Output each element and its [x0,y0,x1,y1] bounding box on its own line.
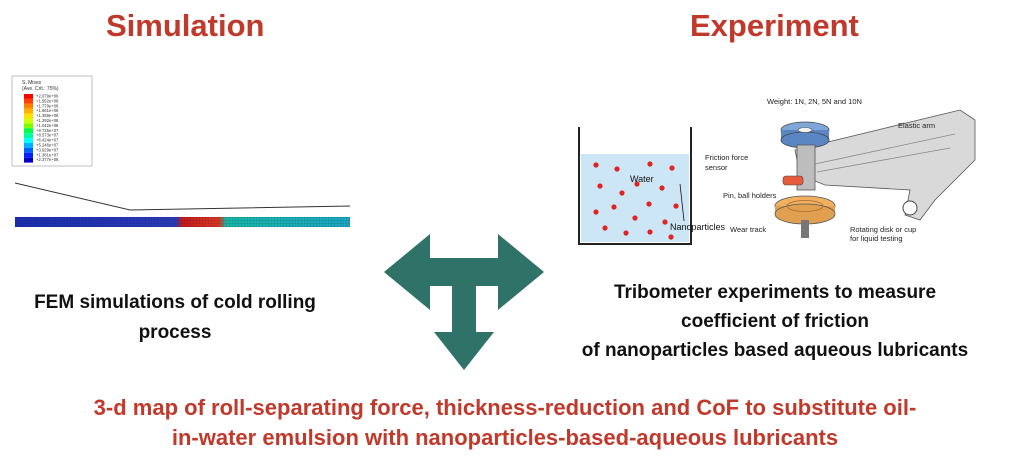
nanoparticle-dot [611,204,617,210]
legend-value-7: +9.725e+07 [36,128,59,133]
nanoparticle-dot [602,225,608,231]
conclusion-line-2: in-water emulsion with nanoparticles-bas… [171,425,839,450]
legend-color-9 [24,138,33,143]
legend-value-6: +1.042e+08 [36,123,59,128]
arm-pivot [902,200,918,216]
nanoparticle-dot [593,162,599,168]
rotating-disk-label-1: Rotating disk or cup [850,225,916,234]
nanoparticle-dot [619,190,625,196]
nanoparticle-dot [646,201,652,207]
roll-profile-line [14,182,351,211]
arrow-shape [384,234,544,370]
legend-value-11: +3.929e+07 [36,147,59,152]
pin-holders-label: Pin, ball holders [723,191,777,200]
strip-mesh [15,217,350,227]
legend-value-8: +8.573e+07 [36,133,59,138]
friction-sensor-label-1: Friction force [705,153,748,162]
legend-value-9: +6.424e+07 [36,138,59,143]
tribometer-figure: Weight: 1N, 2N, 5N and 10N Elastic arm F… [705,97,976,243]
tribometer-caption: Tribometer experiments to measure coeffi… [540,278,1010,365]
legend-value-13: +2.377e+06 [36,157,59,162]
fem-caption-line-1: FEM simulations of cold rolling [34,292,316,313]
elastic-arm [794,109,976,221]
legend-color-10 [24,143,33,148]
fem-caption-line-2: process [138,322,212,343]
wear-track-label: Wear track [730,225,766,234]
beaker-figure: Water Nanoparticles [578,127,726,245]
nanoparticles-pointer [679,183,685,222]
arm-slot [814,133,956,173]
wear-track [786,200,824,212]
nanoparticle-dot [673,203,679,209]
legend-title-1: S, Mises [22,80,42,86]
nanoparticle-dot [662,219,668,225]
legend-color-7 [24,128,33,134]
nanoparticle-dot [632,215,638,221]
friction-sensor-label-2: sensor [705,163,728,172]
experiment-heading: Experiment [690,8,859,43]
legend-value-2: +1.779e+08 [36,103,59,108]
nanoparticle-dot [614,166,620,172]
nanoparticle-dot [597,183,603,189]
disk-shaft [801,220,809,238]
fem-legend-scale [24,94,33,163]
legend-color-0 [24,94,33,99]
legend-value-5: +1.292e+08 [36,118,59,123]
water-label: Water [630,174,654,184]
legend-color-11 [24,147,33,153]
legend-color-12 [24,152,33,158]
legend-color-2 [24,103,33,109]
nanoparticle-dot [668,234,674,240]
fem-simulation-figure: S, Mises (Ave. Crit.: 75%) +2.079e+09+1.… [11,75,351,227]
beaker-outline [578,127,692,245]
three-way-arrow [384,234,544,370]
legend-value-4: +1.359e+08 [36,113,59,118]
nanoparticle-dot [634,181,640,187]
nanoparticle-dot [647,229,653,235]
tribo-caption-line-2: coefficient of friction [681,311,869,332]
elastic-arm-label: Elastic arm [898,121,935,130]
legend-color-4 [24,113,33,119]
legend-value-12: +1.381e+07 [36,152,59,157]
legend-color-6 [24,123,33,129]
fem-caption: FEM simulations of cold rolling process [0,288,350,348]
nanoparticle-dot [659,185,665,191]
legend-value-1: +1.952e+08 [36,98,59,103]
simulation-heading: Simulation [106,8,265,43]
legend-value-0: +2.079e+09 [36,94,59,99]
nanoparticles-group [593,161,679,240]
nanoparticle-dot [623,230,629,236]
nanoparticle-dot [647,161,653,167]
conclusion-text: 3-d map of roll-separating force, thickn… [0,393,1010,453]
nanoparticles-label: Nanoparticles [670,222,726,232]
nanoparticle-dot [669,165,675,171]
legend-color-5 [24,118,33,124]
weight-label: Weight: 1N, 2N, 5N and 10N [767,97,862,106]
nanoparticle-dot [593,209,599,215]
legend-color-3 [24,108,33,114]
conclusion-line-1: 3-d map of roll-separating force, thickn… [93,395,917,420]
legend-color-8 [24,133,33,139]
rotating-disk-label-2: for liquid testing [850,234,903,243]
legend-color-1 [24,98,33,104]
tribo-caption-line-3: of nanoparticles based aqueous lubricant… [581,340,969,361]
legend-title-2: (Ave. Crit.: 75%) [22,86,59,92]
friction-sensor [782,175,804,186]
fem-legend-values: +2.079e+09+1.952e+08+1.779e+08+1.661e+08… [36,94,59,163]
legend-value-10: +5.246e+07 [36,143,59,148]
weight-hole [797,127,813,133]
legend-value-3: +1.661e+08 [36,108,59,113]
legend-color-13 [24,157,33,163]
tribo-caption-line-1: Tribometer experiments to measure [613,282,937,303]
